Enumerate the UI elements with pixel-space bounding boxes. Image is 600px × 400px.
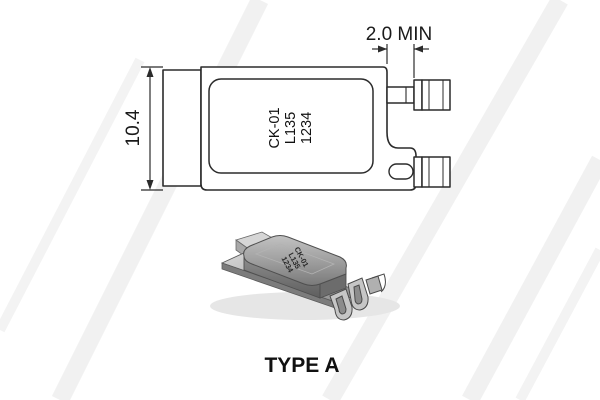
end-cap <box>162 69 202 187</box>
height-dimension <box>141 66 163 191</box>
upper-terminal <box>386 79 451 111</box>
clearance-dimension <box>372 44 429 78</box>
type-caption: TYPE A <box>264 354 339 377</box>
part-render: CK-01 L135 1234 <box>210 231 400 321</box>
top-view <box>162 66 451 191</box>
lower-terminal <box>413 156 451 188</box>
marking-line-2: L135 <box>283 112 299 144</box>
label-plate <box>208 78 374 174</box>
part-body-top <box>243 235 347 286</box>
terminal-slot <box>388 163 414 180</box>
height-dimension-label: 10.4 <box>123 109 144 146</box>
clearance-dimension-label: 2.0 MIN <box>366 24 433 45</box>
part-terminals <box>329 273 386 321</box>
marking-line-3: 1234 <box>299 112 315 144</box>
plate-marking: CK-01 L135 1234 <box>267 107 315 148</box>
marking-line-1: CK-01 <box>267 107 283 148</box>
